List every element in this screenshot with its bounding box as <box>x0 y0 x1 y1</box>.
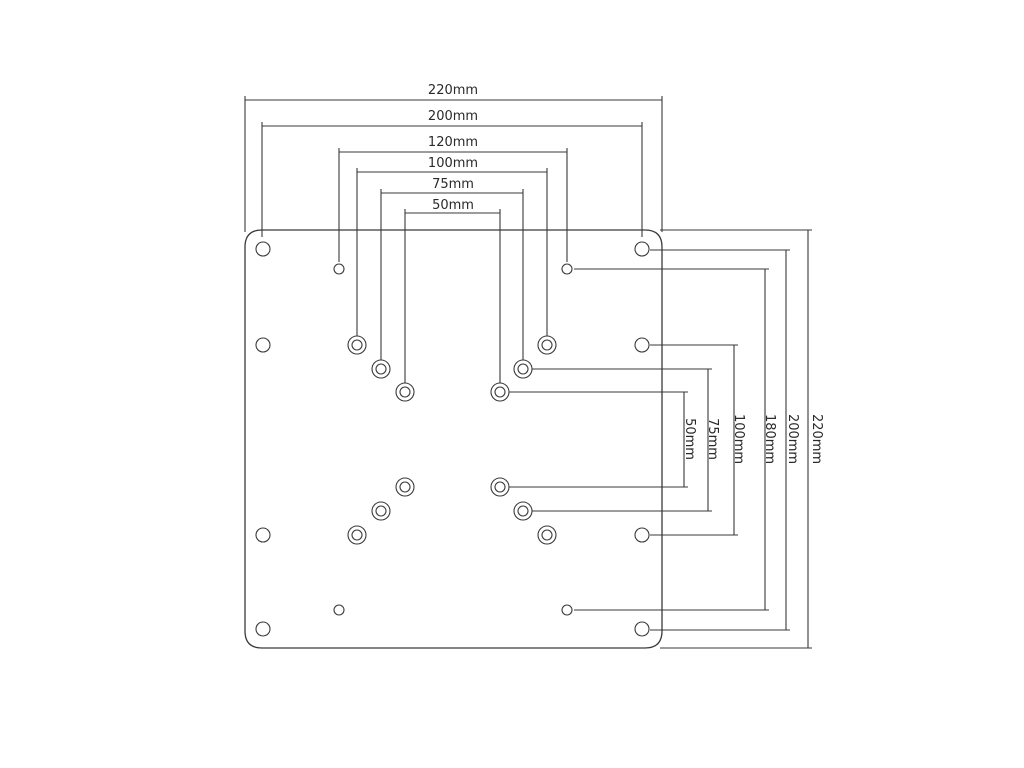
side-hole <box>634 337 650 353</box>
width-75-label: 75mm <box>432 177 474 192</box>
small-hole <box>561 604 573 616</box>
width-200-label: 200mm <box>428 109 478 124</box>
width-100-label: 100mm <box>428 156 478 171</box>
small-hole <box>333 263 345 275</box>
vesa-100-hole <box>347 525 367 545</box>
height-180-label: 180mm <box>762 414 777 464</box>
height-100-label: 100mm <box>731 414 746 464</box>
width-220-label: 220mm <box>428 83 478 98</box>
corner-hole <box>634 621 650 637</box>
vesa-50-hole <box>395 382 415 402</box>
small-hole <box>561 263 573 275</box>
vesa-50-hole <box>395 477 415 497</box>
width-50-label: 50mm <box>432 198 474 213</box>
side-hole <box>255 337 271 353</box>
vesa-100-hole <box>347 335 367 355</box>
vesa-75-hole <box>371 501 391 521</box>
width-120-label: 120mm <box>428 135 478 150</box>
corner-hole <box>634 241 650 257</box>
vesa-100-hole <box>537 335 557 355</box>
height-200-label: 200mm <box>785 414 800 464</box>
vesa-75-hole <box>371 359 391 379</box>
mounting-plate <box>244 229 663 649</box>
vesa-75-hole <box>513 359 533 379</box>
height-50-label: 50mm <box>682 418 697 460</box>
vesa-50-hole <box>490 477 510 497</box>
vesa-50-hole <box>490 382 510 402</box>
corner-hole <box>255 621 271 637</box>
side-hole <box>634 527 650 543</box>
plate-holes <box>255 241 650 637</box>
small-hole <box>333 604 345 616</box>
height-75-label: 75mm <box>705 418 720 460</box>
corner-hole <box>255 241 271 257</box>
vertical-dimension-lines <box>508 229 812 649</box>
vesa-75-hole <box>513 501 533 521</box>
horizontal-dimension-lines <box>244 96 663 384</box>
vesa-100-hole <box>537 525 557 545</box>
height-220-label: 220mm <box>809 414 824 464</box>
side-hole <box>255 527 271 543</box>
